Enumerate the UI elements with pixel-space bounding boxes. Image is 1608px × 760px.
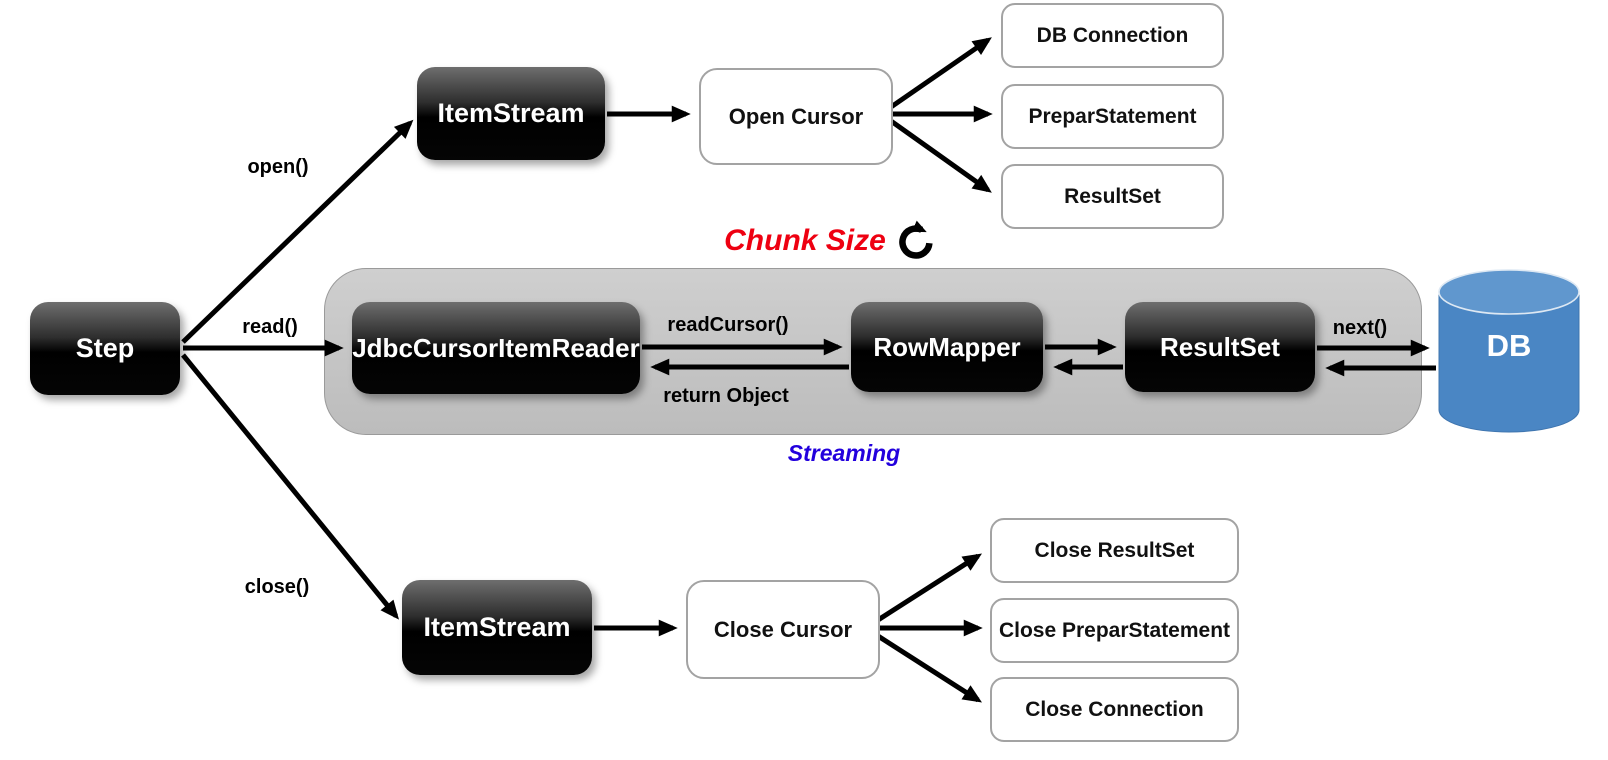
node-jdbccursoritemreader: JdbcCursorItemReader [352, 302, 640, 394]
node-db-connection-label: DB Connection [1036, 23, 1189, 47]
node-resultset-top: ResultSet [1001, 164, 1224, 229]
edge-label-returnobject: return Object [663, 385, 789, 407]
node-close-cursor: Close Cursor [686, 580, 880, 679]
edge-opencursor-resultset [889, 118, 992, 193]
edge-closecursor-closeresultset [876, 553, 983, 623]
chunk-size-caption: Chunk Size [700, 218, 960, 264]
node-db-connection: DB Connection [1001, 3, 1224, 68]
db-label: DB [1486, 328, 1532, 363]
db-cylinder: DB [1437, 266, 1581, 436]
node-close-cursor-label: Close Cursor [713, 616, 853, 642]
node-close-preparstatement: Close PreparStatement [990, 598, 1239, 663]
node-itemstream-top-label: ItemStream [437, 98, 585, 128]
refresh-clockwise-icon [899, 220, 933, 259]
node-close-connection-label: Close Connection [1025, 697, 1204, 721]
node-resultset-top-label: ResultSet [1064, 184, 1161, 208]
database-icon [1438, 269, 1580, 433]
chunk-size-label: Chunk Size [724, 224, 886, 257]
edge-label-readcursor: readCursor() [667, 314, 789, 336]
node-preparstatement-label: PreparStatement [1028, 104, 1197, 128]
node-rowmapper: RowMapper [851, 302, 1043, 392]
node-preparstatement: PreparStatement [1001, 84, 1224, 149]
node-close-resultset: Close ResultSet [990, 518, 1239, 583]
node-itemstream-bottom: ItemStream [402, 580, 592, 675]
streaming-caption: Streaming [787, 440, 901, 466]
node-rowmapper-label: RowMapper [873, 331, 1021, 362]
edge-label-open: open() [247, 156, 309, 178]
node-resultset-mid: ResultSet [1125, 302, 1315, 392]
node-close-resultset-label: Close ResultSet [1034, 538, 1195, 562]
edge-label-read: read() [242, 316, 298, 338]
edge-label-close: close() [244, 576, 310, 598]
node-close-preparstatement-label: Close PreparStatement [998, 618, 1231, 642]
edge-closecursor-closeconnection [876, 633, 983, 703]
node-itemstream-bottom-label: ItemStream [423, 612, 571, 642]
node-open-cursor: Open Cursor [699, 68, 893, 165]
edge-opencursor-dbconnection [889, 37, 992, 110]
node-resultset-mid-label: ResultSet [1160, 331, 1280, 362]
node-step: Step [30, 302, 180, 395]
node-jdbccursoritemreader-label: JdbcCursorItemReader [352, 332, 640, 363]
node-open-cursor-label: Open Cursor [728, 103, 864, 129]
edge-label-next: next() [1332, 317, 1388, 339]
node-close-connection: Close Connection [990, 677, 1239, 742]
node-itemstream-top: ItemStream [417, 67, 605, 160]
node-step-label: Step [75, 333, 135, 363]
